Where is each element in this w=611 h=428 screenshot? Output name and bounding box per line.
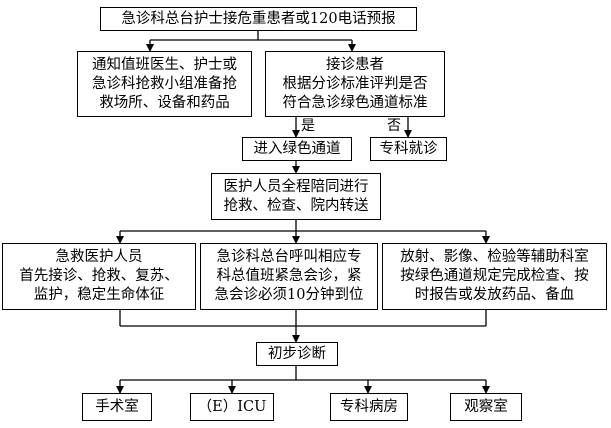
- initial-diagnosis-box: 初步诊断: [256, 342, 338, 366]
- observation-text: 观察室: [464, 398, 508, 415]
- aux-depts-line-1: 放射、影像、检验等辅助科室: [400, 249, 589, 265]
- receive-line-3: 符合急诊绿色通道标准: [282, 94, 428, 111]
- consult-box: 急诊科总台呼叫相应专 科总值班紧急会诊，紧 急会诊必须10分钟到位: [200, 243, 378, 310]
- notify-box: 通知值班医生、护士或 急诊科抢救小组准备抢 救场所、设备和药品: [77, 51, 252, 117]
- reception-box: 急诊科总台护士接危重患者或120电话预报: [100, 7, 417, 31]
- connector-escort-split: [116, 220, 490, 244]
- escort-line-1: 医护人员全程陪同进行: [223, 178, 369, 195]
- escort-box: 医护人员全程陪同进行 抢救、检查、院内转送: [211, 173, 381, 220]
- notify-line-2: 急诊科抢救小组准备抢: [92, 75, 237, 92]
- green-channel-box: 进入绿色通道: [242, 137, 352, 161]
- rescue-staff-line-1: 急救医护人员: [55, 249, 143, 265]
- surgery-text: 手术室: [95, 398, 139, 415]
- notify-line-1: 通知值班医生、护士或: [92, 56, 237, 73]
- connector-diagnosis-split: [116, 366, 490, 394]
- specialist-visit-text: 专科就诊: [379, 140, 438, 157]
- green-channel-text: 进入绿色通道: [253, 140, 341, 157]
- consult-line-2: 科总值班紧急会诊，紧: [216, 268, 362, 284]
- receive-line-2: 根据分诊标准评判是否: [282, 75, 428, 92]
- icu-text: （E）ICU: [197, 398, 267, 415]
- escort-line-2: 抢救、检查、院内转送: [223, 197, 369, 214]
- receive-box: 接诊患者 根据分诊标准评判是否 符合急诊绿色通道标准: [265, 51, 445, 117]
- icu-box: （E）ICU: [190, 393, 274, 421]
- aux-depts-box: 放射、影像、检验等辅助科室 按绿色通道规定完成检查、按 时报告或发放药品、备血: [382, 243, 607, 310]
- observation-box: 观察室: [450, 393, 522, 421]
- reception-text: 急诊科总台护士接危重患者或120电话预报: [121, 10, 396, 27]
- connector-merge-to-diagnosis: [119, 310, 487, 343]
- initial-diagnosis-text: 初步诊断: [268, 345, 326, 362]
- connector-reception-split: [146, 31, 356, 52]
- rescue-staff-line-3: 监护，稳定生命体征: [33, 287, 165, 303]
- rescue-staff-line-2: 首先接诊、抢救、复苏、: [19, 268, 179, 284]
- yes-label: 是: [301, 118, 315, 134]
- aux-depts-line-3: 时报告或发放药品、备血: [414, 287, 575, 303]
- rescue-staff-box: 急救医护人员 首先接诊、抢救、复苏、 监护，稳定生命体征: [2, 243, 196, 310]
- ward-box: 专科病房: [330, 393, 408, 421]
- receive-line-1: 接诊患者: [326, 56, 384, 73]
- connector-receive-split: [292, 117, 412, 138]
- consult-line-3: 急会诊必须10分钟到位: [214, 287, 364, 303]
- surgery-box: 手术室: [82, 393, 152, 421]
- aux-depts-line-2: 按绿色通道规定完成检查、按: [400, 268, 589, 284]
- consult-line-1: 急诊科总台呼叫相应专: [216, 249, 362, 265]
- specialist-visit-box: 专科就诊: [370, 137, 447, 161]
- ward-text: 专科病房: [340, 398, 398, 415]
- notify-line-3: 救场所、设备和药品: [99, 94, 230, 111]
- no-label: 否: [387, 118, 401, 134]
